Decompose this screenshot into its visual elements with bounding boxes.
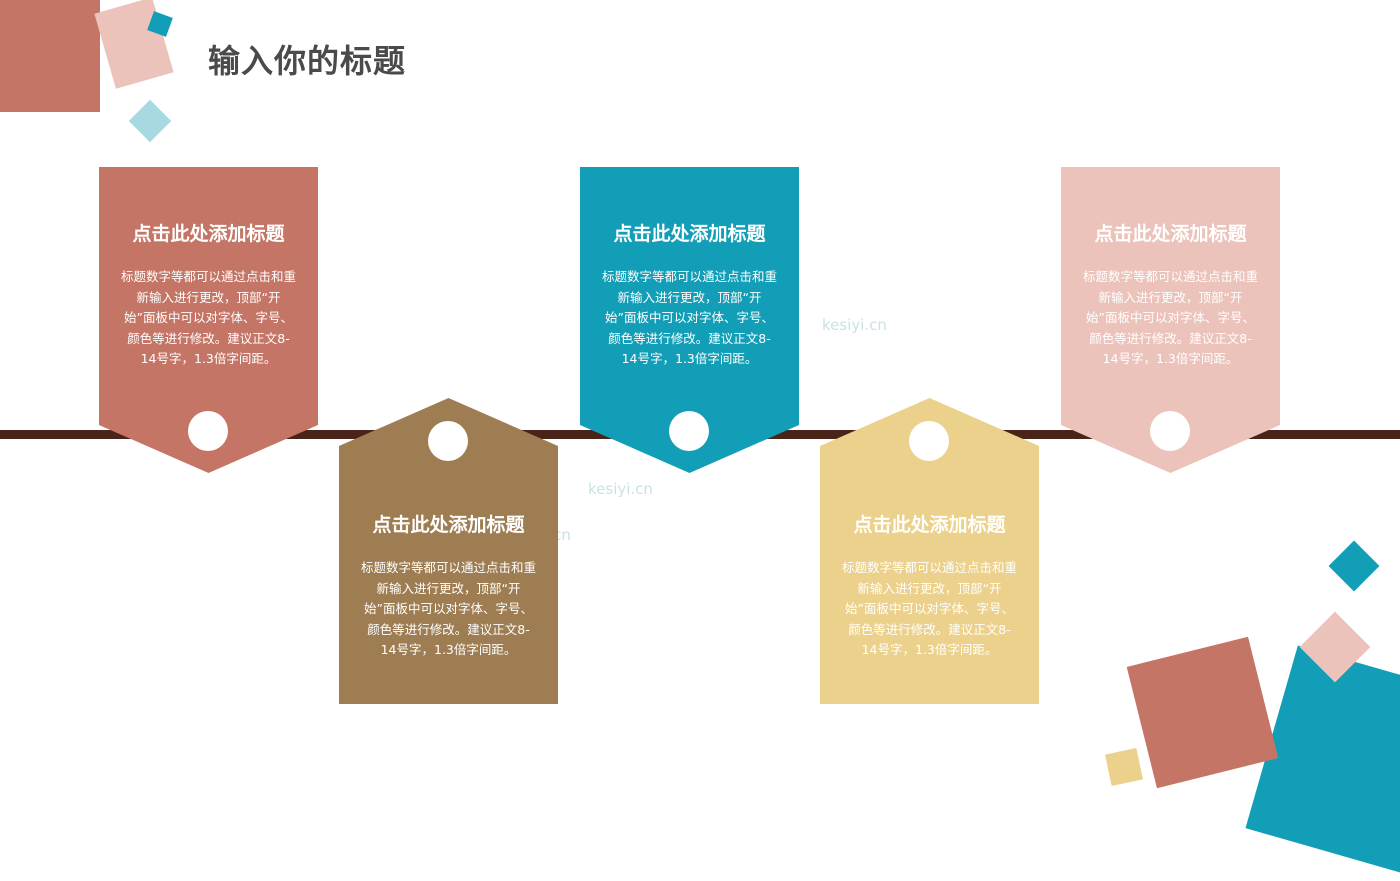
card-body[interactable]: 标题数字等都可以通过点击和重新输入进行更改，顶部“开始”面板中可以对字体、字号、… xyxy=(1083,269,1259,366)
tag-shape xyxy=(339,398,558,704)
tag-shape xyxy=(99,167,318,473)
deco-square-yellow-bottomright xyxy=(1105,748,1143,786)
tag-shape xyxy=(1061,167,1280,473)
watermark-text: kesiyi.cn xyxy=(822,316,887,334)
card-body[interactable]: 标题数字等都可以通过点击和重新输入进行更改，顶部“开始”面板中可以对字体、字号、… xyxy=(602,269,778,366)
card-title[interactable]: 点击此处添加标题 xyxy=(132,223,285,245)
deco-diamond-lightblue-topleft xyxy=(128,99,172,143)
tag-shape xyxy=(820,398,1039,704)
deco-shape-teal-bottomright xyxy=(1245,645,1400,881)
deco-diamond-teal-bottomright xyxy=(1328,540,1380,592)
timeline-card-3[interactable]: 点击此处添加标题 标题数字等都可以通过点击和重新输入进行更改，顶部“开始”面板中… xyxy=(580,167,799,473)
slide-title[interactable]: 输入你的标题 xyxy=(208,42,407,80)
tag-shape xyxy=(580,167,799,473)
card-body[interactable]: 标题数字等都可以通过点击和重新输入进行更改，顶部“开始”面板中可以对字体、字号、… xyxy=(361,560,537,657)
watermark-text: kesiyi.cn xyxy=(588,480,653,498)
deco-square-terracotta-bottomright xyxy=(1126,636,1279,789)
timeline-card-1[interactable]: 点击此处添加标题 标题数字等都可以通过点击和重新输入进行更改，顶部“开始”面板中… xyxy=(99,167,318,473)
timeline-card-5[interactable]: 点击此处添加标题 标题数字等都可以通过点击和重新输入进行更改，顶部“开始”面板中… xyxy=(1061,167,1280,473)
card-body[interactable]: 标题数字等都可以通过点击和重新输入进行更改，顶部“开始”面板中可以对字体、字号、… xyxy=(842,560,1018,657)
timeline-card-4[interactable]: 点击此处添加标题 标题数字等都可以通过点击和重新输入进行更改，顶部“开始”面板中… xyxy=(820,398,1039,704)
card-body[interactable]: 标题数字等都可以通过点击和重新输入进行更改，顶部“开始”面板中可以对字体、字号、… xyxy=(121,269,297,366)
timeline-card-2[interactable]: 点击此处添加标题 标题数字等都可以通过点击和重新输入进行更改，顶部“开始”面板中… xyxy=(339,398,558,704)
card-title[interactable]: 点击此处添加标题 xyxy=(1094,223,1247,245)
card-title[interactable]: 点击此处添加标题 xyxy=(372,514,525,536)
deco-square-terracotta-topleft xyxy=(0,0,100,112)
card-title[interactable]: 点击此处添加标题 xyxy=(613,223,766,245)
card-title[interactable]: 点击此处添加标题 xyxy=(853,514,1006,536)
